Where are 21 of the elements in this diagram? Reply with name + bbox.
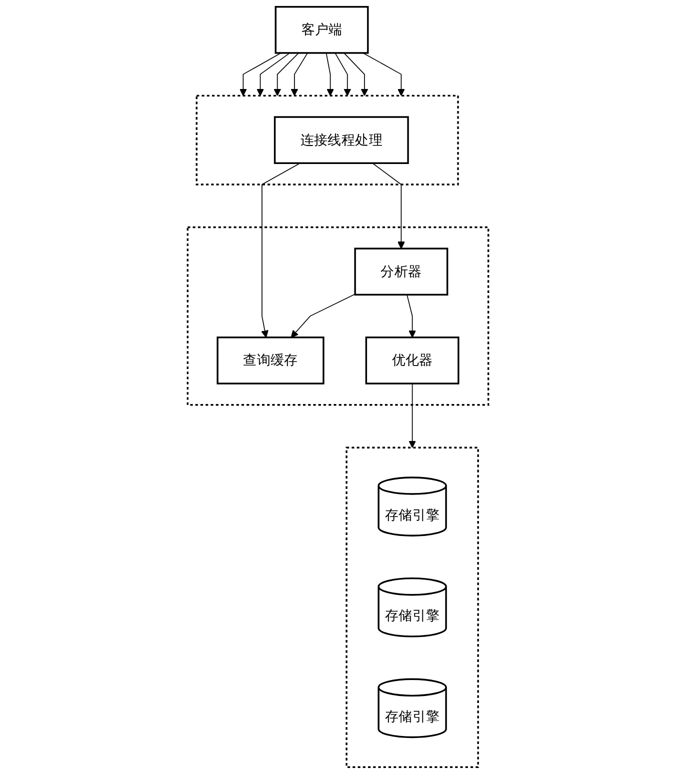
arrow [406, 294, 416, 338]
node-box: 客户端 [274, 6, 369, 54]
node-box: 连接线程处理 [274, 116, 409, 164]
arrow [290, 52, 308, 96]
arrow [334, 52, 352, 96]
arrow [261, 162, 301, 338]
arrow [326, 52, 334, 96]
node-box: 查询缓存 [216, 336, 324, 384]
cluster [186, 226, 490, 406]
node-box: 优化器 [365, 336, 460, 384]
arrow [362, 52, 405, 96]
arrow [408, 383, 416, 448]
arrow [372, 162, 405, 249]
arrow [290, 294, 356, 338]
arrow [256, 52, 290, 96]
arrow [239, 52, 282, 96]
cluster [346, 446, 479, 768]
arrow [344, 52, 368, 96]
node-box: 分析器 [354, 248, 448, 296]
cluster [196, 94, 459, 186]
arrow [274, 52, 300, 96]
